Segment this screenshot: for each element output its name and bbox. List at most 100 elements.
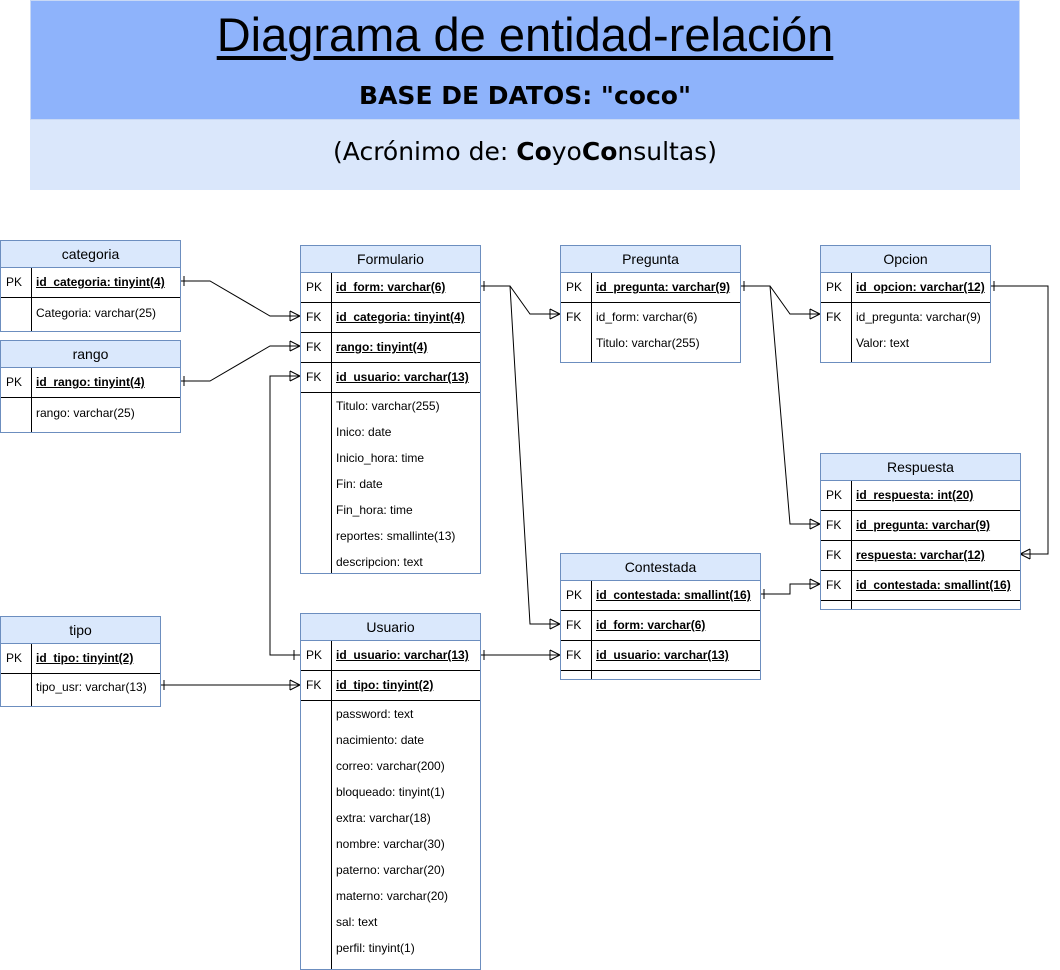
field-row: Fin_hora: time bbox=[301, 497, 480, 523]
acronym-bold-2: Co bbox=[581, 137, 618, 166]
field-row: nombre: varchar(30) bbox=[301, 831, 480, 857]
key-row: FK rango: tinyint(4) bbox=[301, 333, 480, 363]
field-name: bloqueado: tinyint(1) bbox=[336, 785, 445, 799]
field-name: Inico: date bbox=[336, 425, 392, 439]
key-type: PK bbox=[6, 651, 23, 665]
table-title: Usuario bbox=[301, 614, 480, 641]
key-row: PK id_respuesta: int(20) bbox=[821, 481, 1020, 511]
key-name: id_usuario: varchar(13) bbox=[336, 648, 469, 662]
field-row: Valor: text bbox=[821, 330, 990, 356]
field-name: Valor: text bbox=[856, 336, 910, 350]
field-name: Fin_hora: time bbox=[336, 503, 413, 517]
table-title: tipo bbox=[1, 617, 160, 644]
table-title: Pregunta bbox=[561, 246, 740, 273]
key-type: PK bbox=[566, 588, 583, 602]
table-title: rango bbox=[1, 341, 180, 368]
key-type: FK bbox=[306, 678, 322, 692]
key-name: id_contestada: smallint(16) bbox=[596, 588, 751, 602]
key-type: FK bbox=[306, 370, 322, 384]
field-row: correo: varchar(200) bbox=[301, 753, 480, 779]
field-name: rango: varchar(25) bbox=[36, 406, 135, 420]
key-type: PK bbox=[826, 488, 843, 502]
field-row: nacimiento: date bbox=[301, 727, 480, 753]
field-name: descripcion: text bbox=[336, 555, 423, 569]
key-name: id_respuesta: int(20) bbox=[856, 488, 974, 502]
key-column-divider bbox=[851, 273, 852, 362]
field-name: tipo_usr: varchar(13) bbox=[36, 680, 147, 694]
field-row: tipo_usr: varchar(13) bbox=[1, 674, 160, 700]
diagram-title: Diagrama de entidad-relación bbox=[216, 8, 834, 61]
key-name: id_usuario: varchar(13) bbox=[336, 370, 469, 384]
rel-rango-formulario bbox=[180, 345, 300, 382]
key-row: PK id_usuario: varchar(13) bbox=[301, 641, 480, 671]
key-type: PK bbox=[306, 648, 323, 662]
acronym-bold-1: Co bbox=[516, 137, 552, 166]
acronym-suffix: nsultas) bbox=[617, 137, 717, 166]
key-type: FK bbox=[566, 618, 582, 632]
field-row: rango: varchar(25) bbox=[1, 400, 180, 426]
key-name: id_form: varchar(6) bbox=[596, 618, 706, 632]
key-column-divider bbox=[591, 273, 592, 362]
key-name: id_contestada: smallint(16) bbox=[856, 578, 1011, 592]
rel-contestada-respuesta bbox=[760, 583, 820, 595]
key-name: rango: tinyint(4) bbox=[336, 340, 428, 354]
rel-usuario-formulario bbox=[269, 375, 300, 656]
key-column-divider bbox=[591, 581, 592, 679]
key-type: FK bbox=[306, 310, 322, 324]
key-name: respuesta: varchar(12) bbox=[856, 548, 985, 562]
key-name: id_usuario: varchar(13) bbox=[596, 648, 729, 662]
field-name: id_pregunta: varchar(9) bbox=[856, 310, 981, 324]
key-column-divider bbox=[331, 273, 332, 573]
field-row: materno: varchar(20) bbox=[301, 883, 480, 909]
field-name: correo: varchar(200) bbox=[336, 759, 445, 773]
rel-pregunta-respuesta bbox=[769, 285, 820, 525]
field-name: Inicio_hora: time bbox=[336, 451, 425, 465]
field-row: bloqueado: tinyint(1) bbox=[301, 779, 480, 805]
field-row: sal: text bbox=[301, 909, 480, 935]
field-name: nacimiento: date bbox=[336, 733, 425, 747]
table-title: Respuesta bbox=[821, 454, 1020, 481]
field-name: Fin: date bbox=[336, 477, 383, 491]
field-name: sal: text bbox=[336, 915, 378, 929]
acronym-prefix: (Acrónimo de: bbox=[333, 137, 517, 166]
field-row: paterno: varchar(20) bbox=[301, 857, 480, 883]
key-type: FK bbox=[306, 340, 322, 354]
field-name: id_form: varchar(6) bbox=[596, 310, 698, 324]
key-row: FK id_usuario: varchar(13) bbox=[301, 363, 480, 393]
key-column-divider bbox=[31, 368, 32, 432]
field-row: Titulo: varchar(255) bbox=[301, 393, 480, 419]
key-type: PK bbox=[6, 375, 23, 389]
key-name: id_tipo: tinyint(2) bbox=[36, 651, 134, 665]
key-column-divider bbox=[851, 481, 852, 609]
key-name: id_categoria: tinyint(4) bbox=[336, 310, 465, 324]
key-row: FK id_tipo: tinyint(2) bbox=[301, 671, 480, 701]
acronym-text: (Acrónimo de: CoyoConsultas) bbox=[30, 137, 1020, 166]
table-respuesta: Respuesta PK id_respuesta: int(20) FK id_p… bbox=[820, 453, 1021, 610]
rel-categoria-formulario bbox=[180, 280, 300, 317]
rel-formulario-contestada bbox=[509, 285, 560, 625]
table-title: categoria bbox=[1, 241, 180, 268]
table-tipo: tipo PK id_tipo: tinyint(2) tipo_usr: var… bbox=[0, 616, 161, 707]
table-contestada: Contestada PK id_contestada: smallint(16)… bbox=[560, 553, 761, 680]
rel-opcion-respuesta bbox=[990, 285, 1049, 555]
key-name: id_pregunta: varchar(9) bbox=[596, 280, 731, 294]
table-title: Contestada bbox=[561, 554, 760, 581]
key-type: PK bbox=[6, 275, 23, 289]
table-title: Opcion bbox=[821, 246, 990, 273]
key-type: FK bbox=[566, 648, 582, 662]
key-name: id_opcion: varchar(12) bbox=[856, 280, 985, 294]
field-name: extra: varchar(18) bbox=[336, 811, 431, 825]
field-key-type: FK bbox=[566, 310, 582, 324]
key-name: id_pregunta: varchar(9) bbox=[856, 518, 991, 532]
key-type: FK bbox=[826, 518, 842, 532]
field-name: materno: varchar(20) bbox=[336, 889, 449, 903]
rel-formulario-pregunta bbox=[480, 285, 560, 315]
key-name: id_tipo: tinyint(2) bbox=[336, 678, 434, 692]
